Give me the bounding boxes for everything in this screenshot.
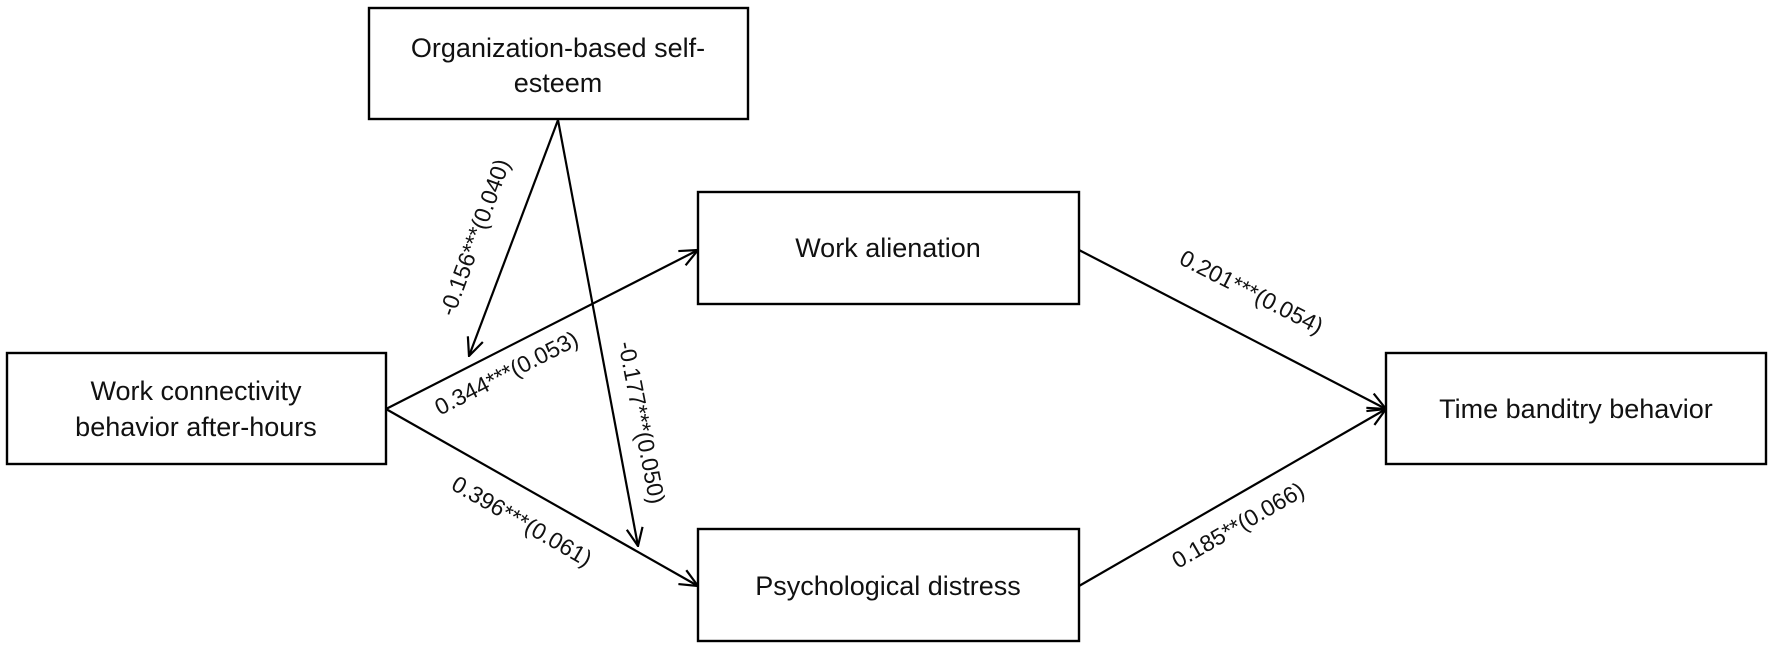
- node-obse-label-line2: esteem: [514, 68, 603, 98]
- node-wcb-label-line2: behavior after-hours: [75, 412, 317, 442]
- path-coefficient-wa-to-tbb: 0.201***(0.054): [1176, 245, 1328, 340]
- node-organization-based-self-esteem: Organization-based self- esteem: [367, 6, 750, 121]
- arrow-obse-to-pd-path: [556, 119, 638, 546]
- path-coefficient-wcb-to-wa: 0.344***(0.053): [430, 326, 582, 421]
- arrow-wa-to-tbb: [1078, 249, 1386, 409]
- node-time-banditry-behavior: Time banditry behavior: [1384, 351, 1768, 466]
- node-wcb-label-line1: Work connectivity: [90, 376, 302, 406]
- arrow-wcb-to-pd: [385, 408, 698, 586]
- path-coefficient-pd-to-tbb: 0.185**(0.066): [1167, 477, 1308, 574]
- arrow-wcb-to-wa: [385, 250, 698, 410]
- node-wa-label: Work alienation: [795, 233, 981, 263]
- node-psychological-distress: Psychological distress: [696, 527, 1081, 643]
- path-coefficient-obse-moderation-pd: -0.177***(0.050): [613, 339, 670, 506]
- node-obse-label-line1: Organization-based self-: [411, 33, 705, 63]
- node-pd-label: Psychological distress: [755, 571, 1021, 601]
- arrow-pd-to-tbb: [1078, 409, 1386, 587]
- arrow-obse-to-wa-path: [469, 119, 560, 356]
- node-work-alienation: Work alienation: [696, 190, 1081, 306]
- node-work-connectivity-behavior: Work connectivity behavior after-hours: [5, 351, 388, 466]
- path-coefficient-obse-moderation-wa: -0.156***(0.040): [434, 155, 515, 319]
- node-tbb-label: Time banditry behavior: [1439, 394, 1713, 424]
